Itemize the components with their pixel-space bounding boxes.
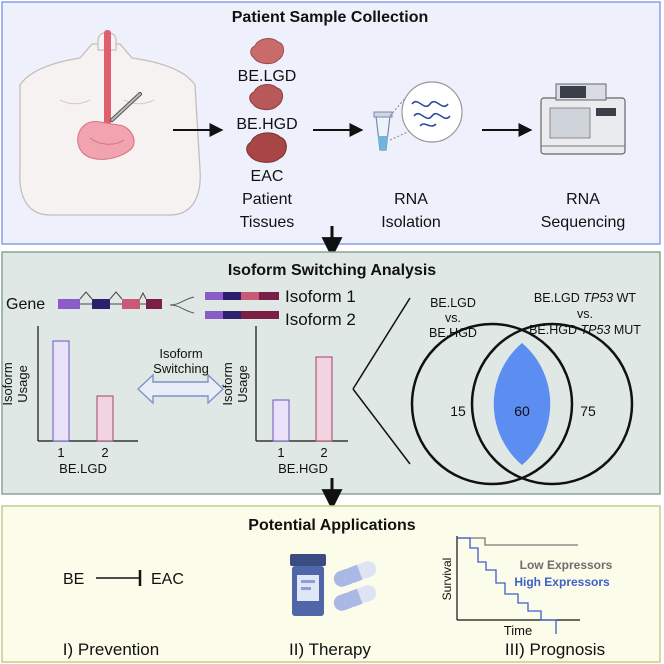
hgd-tick-1: 1 [277,445,284,460]
hgd-ylabel-line2: Usage [235,365,250,403]
isoform2-label: Isoform 2 [285,310,356,329]
venn-left-label-line3: BE.HGD [429,326,477,340]
tissue-label-eac: EAC [251,168,284,185]
panel1-title: Patient Sample Collection [232,9,428,26]
venn-left-only-count: 15 [450,403,466,419]
venn-left-label-line2: vs. [445,311,461,325]
isoform1-label: Isoform 1 [285,287,356,306]
torso-icon [19,30,201,216]
inhibition-icon [96,570,142,586]
km-xlabel: Time [504,623,532,638]
bar-hgd-isoform-1 [272,399,290,442]
km-curve-low [457,537,578,546]
bar-lgd-isoform-1 [52,340,70,442]
bar-lgd-isoform-2 [96,395,114,442]
lgd-tick-2: 2 [101,445,108,460]
zoom-line-bottom [352,388,411,465]
venn-overlap-count: 60 [514,403,530,419]
km-curve-high [457,537,557,634]
lgd-tick-1: 1 [57,445,64,460]
panel2-title: Isoform Switching Analysis [228,262,436,279]
venn-right-label-line1: BE.LGD TP53 WT [534,291,636,305]
switching-double-arrow [136,373,225,405]
venn-right-label-line3: BE.HGD TP53 MUT [529,323,641,337]
rna-tube-icon [373,81,463,151]
lgd-ylabel-line1: Isoform [0,362,15,405]
bar-chart-lgd: Isoform Usage 1 2 BE.LGD [0,326,138,476]
application-prevention: I) Prevention [63,640,159,659]
step-rna-sequencing-line1: RNA [566,191,600,208]
step-patient-tissues-line2: Tissues [240,214,295,231]
step-rna-isolation-line2: Isolation [381,214,441,231]
survival-curve-plot [456,536,580,634]
gene-model-icon [58,291,162,309]
panel3-background [1,505,661,663]
venn-circle-left [410,322,574,486]
venn-overlap-region [493,343,551,465]
split-arrow-icon [169,296,195,314]
step-rna-sequencing-line2: Sequencing [541,214,626,231]
panel-sample-collection: Patient Sample Collection BE.LGD BE.HGD … [1,1,661,245]
prevention-eac: EAC [151,571,184,588]
zoom-line-top [352,297,411,390]
venn-diagram [410,322,634,486]
switching-label-line2: Switching [153,361,209,376]
application-therapy: II) Therapy [289,640,371,659]
km-ylabel: Survival [440,558,454,601]
lgd-group-label: BE.LGD [59,461,107,476]
bar-hgd-isoform-2 [315,356,333,442]
tissue-sample-icon [246,38,287,163]
hgd-tick-2: 2 [320,445,327,460]
panel-isoform-switching: Isoform Switching Analysis Gene Isofo [0,251,661,495]
sequencer-icon [540,83,626,155]
venn-right-label-line2: vs. [577,307,593,321]
panel3-title: Potential Applications [248,517,416,534]
bar-chart-hgd: Isoform Usage 1 2 BE.HGD [220,326,348,476]
tissue-label-hgd: BE.HGD [236,116,297,133]
step-patient-tissues-line1: Patient [242,191,292,208]
km-legend-low: Low Expressors [520,558,613,572]
pill-bottle-icon [290,554,326,616]
lgd-ylabel-line2: Usage [15,365,30,403]
capsule-icon [333,561,377,611]
application-prognosis: III) Prognosis [505,640,605,659]
venn-left-label-line1: BE.LGD [430,296,476,310]
hgd-group-label: BE.HGD [278,461,328,476]
isoform-bars-icon [205,292,279,319]
tissue-label-lgd: BE.LGD [238,68,297,85]
km-legend-high: High Expressors [514,575,610,589]
venn-circle-right [470,322,634,486]
hgd-ylabel-line1: Isoform [220,362,235,405]
step-rna-isolation-line1: RNA [394,191,428,208]
gene-label: Gene [6,296,45,313]
panel-applications: Potential Applications BE EAC I) Prevent… [1,505,661,663]
switching-label-line1: Isoform [159,346,202,361]
venn-right-only-count: 75 [580,403,596,419]
prevention-be: BE [63,571,84,588]
